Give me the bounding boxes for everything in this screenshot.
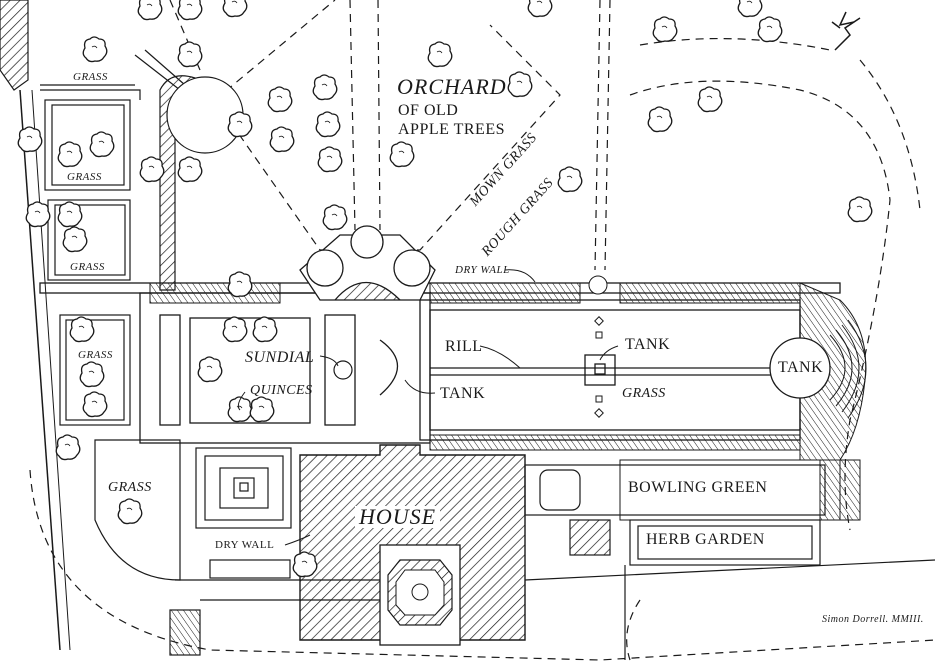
label-leaders (237, 269, 619, 546)
walled-garden (39, 282, 841, 444)
label-grass-2: GRASS (67, 171, 102, 183)
label-quinces: QUINCES (250, 383, 313, 398)
label-grass-3: GRASS (70, 261, 105, 273)
tank-east (769, 337, 831, 399)
left-compartments (40, 49, 186, 581)
label-tank-center: TANK (625, 336, 671, 353)
label-herb-garden: HERB GARDEN (646, 531, 765, 548)
label-tank-west: TANK (440, 385, 486, 402)
pavilion (299, 225, 436, 301)
label-house: HOUSE (355, 506, 441, 528)
house-block (299, 444, 526, 641)
artist-signature: Simon Dorrell. MMIII. (822, 614, 924, 625)
label-rill: RILL (445, 338, 483, 355)
lower-gardens (169, 464, 935, 660)
label-orchard: ORCHARD (397, 74, 507, 99)
north-arrow-icon (831, 11, 861, 51)
east-steps (829, 319, 867, 419)
label-grass-5: GRASS (108, 480, 152, 495)
label-orchard-sub1: OF OLD (398, 102, 459, 119)
label-sundial: SUNDIAL (245, 349, 315, 366)
label-dry-wall-bottom: DRY WALL (215, 539, 275, 551)
label-grass-1: GRASS (73, 71, 108, 83)
tank-west (379, 339, 398, 396)
rill-markers (588, 275, 608, 418)
knot-garden (195, 447, 292, 529)
label-grass-rill: GRASS (622, 386, 666, 401)
label-grass-4: GRASS (78, 349, 113, 361)
label-tank-east: TANK (778, 359, 824, 376)
label-orchard-sub2: APPLE TREES (398, 121, 505, 138)
west-wall (0, 0, 29, 91)
label-bowling-green: BOWLING GREEN (628, 479, 768, 496)
label-dry-wall-top: DRY WALL (455, 264, 510, 276)
